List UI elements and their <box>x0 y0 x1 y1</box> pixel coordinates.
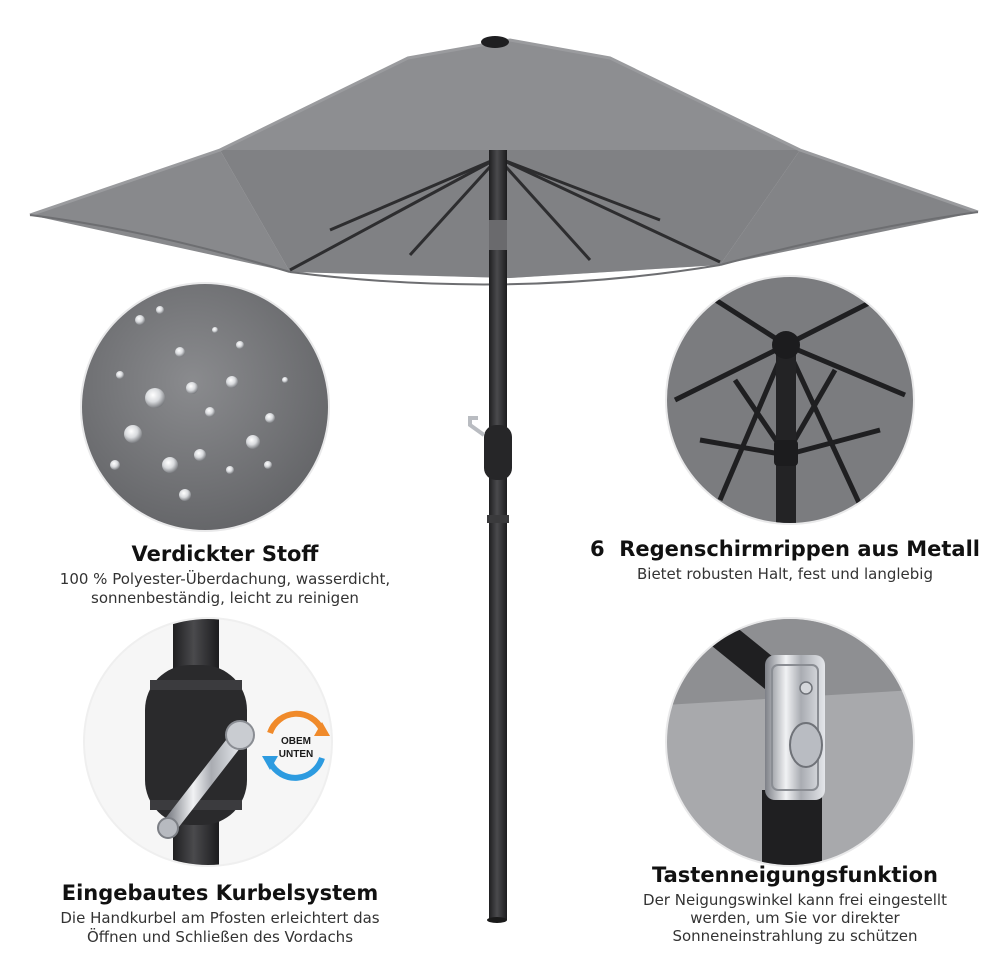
feature-crank: Eingebautes Kurbelsystem Die Handkurbel … <box>30 880 410 947</box>
feature-ribs-desc: Bietet robusten Halt, fest und langlebig <box>585 565 985 584</box>
feature-fabric-desc-line: sonnenbeständig, leicht zu reinigen <box>91 589 359 607</box>
canopy-edge <box>29 38 979 217</box>
up-down-badge <box>262 710 330 781</box>
feature-fabric: Verdickter Stoff 100 % Polyester-Überdac… <box>30 541 420 608</box>
feature-tilt-desc: Der Neigungswinkel kann frei eingestellt… <box>600 891 990 945</box>
tilt-detail-circle <box>665 617 915 867</box>
fabric-detail-circle <box>80 282 330 532</box>
feature-tilt-desc-line: Der Neigungswinkel kann frei eingestellt <box>643 891 947 909</box>
badge-up-label: OBEM <box>281 736 311 747</box>
canopy-left-panel <box>30 150 290 272</box>
feature-tilt-desc-line: werden, um Sie vor direkter <box>690 909 900 927</box>
feature-tilt-desc-line: Sonneneinstrahlung zu schützen <box>672 927 918 945</box>
feature-fabric-title: Verdickter Stoff <box>131 542 319 566</box>
feature-crank-desc-line: Öffnen und Schließen des Vordachs <box>86 928 354 946</box>
canopy-finial <box>481 36 509 48</box>
feature-ribs: 6 Regenschirmrippen aus Metall Bietet ro… <box>585 536 985 584</box>
crank-detail-circle <box>83 617 333 867</box>
water-drop-fabric-icon <box>110 306 288 501</box>
feature-ribs-desc-line: Bietet robusten Halt, fest und langlebig <box>636 565 933 583</box>
canopy-right-panel <box>720 150 978 265</box>
feature-crank-title: Eingebautes Kurbelsystem <box>61 881 379 905</box>
feature-fabric-desc: 100 % Polyester-Überdachung, wasserdicht… <box>30 570 420 608</box>
umbrella-pole <box>468 150 512 923</box>
umbrella-canopy <box>29 36 979 286</box>
canopy-ribs <box>289 156 721 272</box>
ribs-detail-circle <box>665 275 915 525</box>
canopy-underside <box>220 150 800 278</box>
feature-tilt-title: Tastenneigungsfunktion <box>652 863 938 887</box>
feature-tilt: Tastenneigungsfunktion Der Neigungswinke… <box>600 862 990 945</box>
feature-fabric-desc-line: 100 % Polyester-Überdachung, wasserdicht… <box>59 570 391 588</box>
tilt-button-icon <box>765 655 825 800</box>
feature-ribs-title: 6 Regenschirmrippen aus Metall <box>589 537 980 561</box>
badge-down-label: UNTEN <box>279 749 313 760</box>
feature-crank-desc-line: Die Handkurbel am Pfosten erleichtert da… <box>60 909 380 927</box>
feature-crank-desc: Die Handkurbel am Pfosten erleichtert da… <box>30 909 410 947</box>
hand-crank-icon <box>157 720 255 839</box>
